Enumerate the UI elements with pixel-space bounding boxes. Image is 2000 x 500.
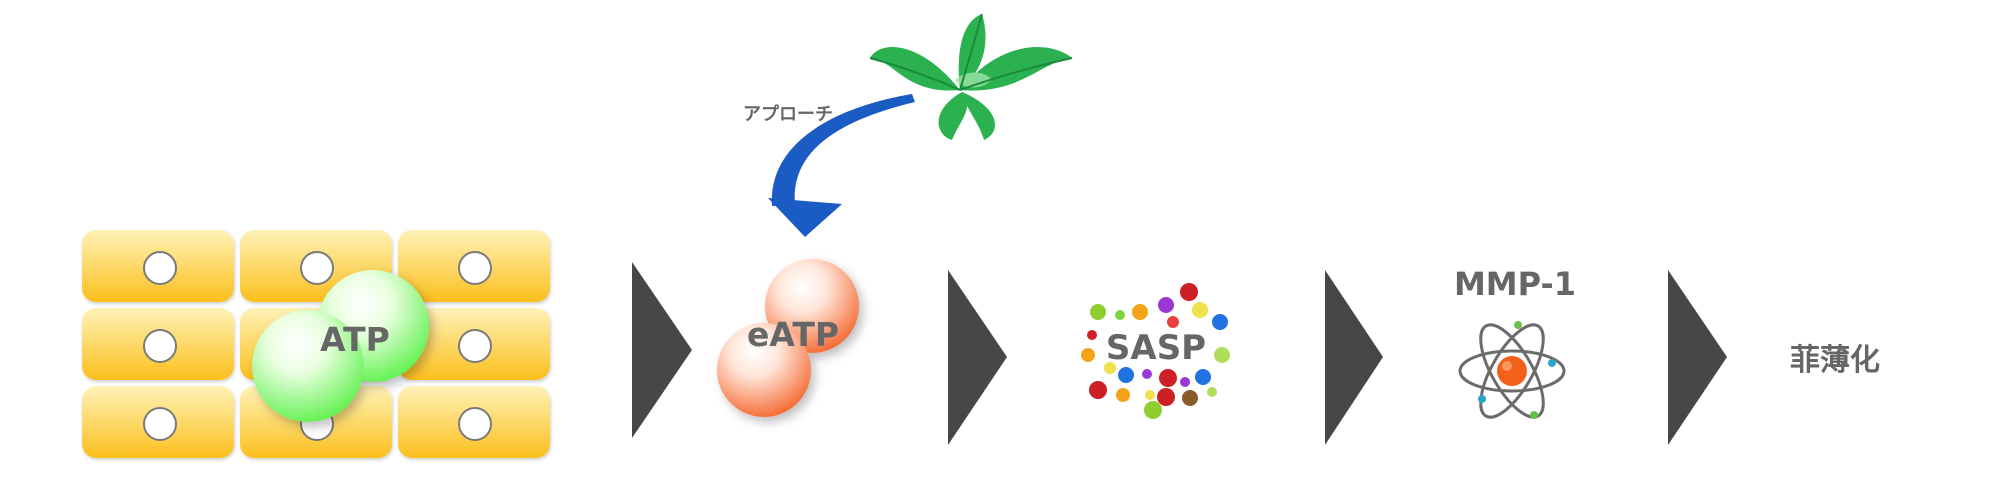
sasp-dot bbox=[1212, 314, 1228, 330]
sasp-dot bbox=[1167, 316, 1179, 328]
cell bbox=[398, 386, 550, 458]
cell bbox=[82, 386, 234, 458]
eatp-label: eATP bbox=[746, 315, 840, 354]
sasp-dot bbox=[1118, 367, 1134, 383]
chevron-arrow-3 bbox=[1325, 270, 1383, 445]
chevron-arrow-1 bbox=[632, 262, 692, 438]
sasp-dot bbox=[1132, 304, 1148, 320]
sasp-dot bbox=[1090, 304, 1106, 320]
sasp-dot bbox=[1159, 369, 1177, 387]
cell bbox=[82, 308, 234, 380]
atp-label: ATP bbox=[320, 320, 390, 359]
chevron-arrow-2 bbox=[948, 270, 1007, 445]
sasp-dot bbox=[1207, 387, 1217, 397]
mint-leaf-icon bbox=[869, 13, 1073, 140]
sasp-dot bbox=[1087, 330, 1097, 340]
result-label: 菲薄化 bbox=[1790, 343, 1880, 378]
curved-arrow-icon bbox=[768, 94, 915, 237]
chevron-arrow-4 bbox=[1668, 270, 1727, 445]
eatp-spheres bbox=[717, 259, 859, 417]
sasp-dots bbox=[1081, 283, 1230, 419]
sasp-dot bbox=[1182, 390, 1198, 406]
atp-sphere-front bbox=[252, 310, 364, 422]
sasp-dot bbox=[1192, 302, 1208, 318]
eatp-sphere-back bbox=[765, 259, 859, 353]
sasp-dot bbox=[1144, 401, 1162, 419]
sasp-dot bbox=[1158, 297, 1174, 313]
sasp-dot bbox=[1145, 390, 1155, 400]
sasp-dot bbox=[1214, 347, 1230, 363]
sasp-dot bbox=[1115, 310, 1125, 320]
sasp-dot bbox=[1104, 362, 1116, 374]
sasp-label: SASP bbox=[1105, 328, 1207, 368]
sasp-dot bbox=[1089, 381, 1107, 399]
sasp-dot bbox=[1142, 369, 1152, 379]
eatp-sphere-front bbox=[717, 323, 811, 417]
atp-spheres bbox=[252, 270, 429, 422]
sasp-dot bbox=[1157, 388, 1175, 406]
sasp-dot bbox=[1180, 377, 1190, 387]
sasp-dot bbox=[1180, 283, 1198, 301]
sasp-dot bbox=[1081, 348, 1095, 362]
mmp1-label: MMP-1 bbox=[1453, 265, 1577, 303]
cell bbox=[398, 230, 550, 302]
approach-label: アプローチ bbox=[743, 104, 833, 125]
sasp-dot bbox=[1116, 388, 1130, 402]
sasp-dot bbox=[1195, 369, 1211, 385]
cell bbox=[398, 308, 550, 380]
atom-icon bbox=[1458, 321, 1566, 419]
cell bbox=[82, 230, 234, 302]
